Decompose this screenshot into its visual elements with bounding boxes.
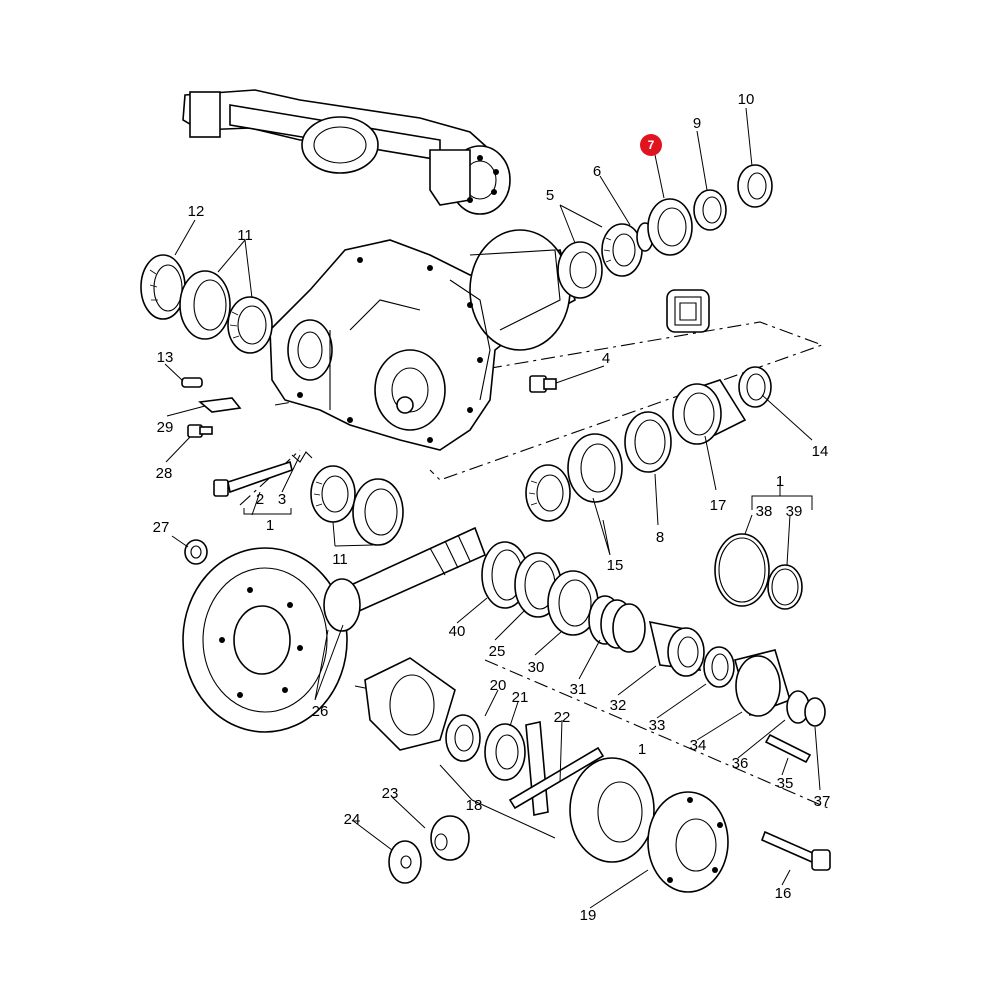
part-13-pin (181, 377, 203, 388)
pinion-shaft (338, 526, 487, 617)
label-part-6[interactable]: 6 (593, 163, 601, 180)
label-part-2[interactable]: 2 (256, 491, 264, 508)
part-labels: 10 9 6 5 12 11 13 4 29 14 28 1 2 3 17 38… (153, 91, 831, 924)
part-11-bearing-cup-lower (352, 478, 404, 546)
part-26-ring-gear (182, 547, 348, 733)
label-part-36[interactable]: 36 (732, 755, 749, 772)
label-part-18[interactable]: 18 (466, 797, 483, 814)
label-part-4[interactable]: 4 (602, 350, 610, 367)
part-18-diff-case-half (364, 657, 456, 751)
part-7-seal-detail (666, 289, 710, 333)
part-15-bearing-cone (525, 464, 571, 522)
part-17-spacer (672, 379, 747, 445)
part-14-washer (738, 366, 772, 408)
differential-housing (269, 229, 576, 451)
part-2-bolt (213, 460, 293, 497)
label-part-24[interactable]: 24 (344, 811, 361, 828)
label-part-11-lower[interactable]: 11 (332, 551, 348, 568)
part-22-cross-shaft (508, 721, 605, 816)
label-part-8[interactable]: 8 (656, 529, 664, 546)
part-16-bolt (760, 830, 831, 871)
part-15-bearing-cup (567, 433, 623, 503)
part-11-bearing-cone-lower (310, 465, 356, 523)
part-29-clip (198, 397, 242, 413)
label-part-37[interactable]: 37 (814, 793, 831, 810)
label-part-19[interactable]: 19 (580, 907, 597, 924)
part-11-bearing-cup-left (179, 270, 231, 340)
label-part-11-top[interactable]: 11 (237, 227, 253, 244)
label-part-1-lower[interactable]: 1 (638, 741, 646, 758)
label-part-35[interactable]: 35 (777, 775, 794, 792)
part-39-oring (767, 564, 803, 610)
part-7-seal (647, 198, 693, 256)
label-part-17[interactable]: 17 (710, 497, 727, 514)
label-part-5[interactable]: 5 (546, 187, 554, 204)
label-part-34[interactable]: 34 (690, 737, 707, 754)
part-34-piston (734, 649, 791, 717)
label-part-13[interactable]: 13 (157, 349, 174, 366)
label-part-15[interactable]: 15 (607, 557, 624, 574)
part-33-ring (703, 646, 735, 688)
label-part-16[interactable]: 16 (775, 885, 792, 902)
label-part-32[interactable]: 32 (610, 697, 627, 714)
leader-lines (164, 107, 821, 909)
label-part-9[interactable]: 9 (693, 115, 701, 132)
part-10-nut (737, 164, 773, 208)
label-part-39[interactable]: 39 (786, 503, 803, 520)
part-11-bearing-cone-left (227, 296, 273, 354)
label-part-10[interactable]: 10 (738, 91, 755, 108)
part-23-planet-gear (430, 815, 470, 861)
selected-part-badge-circle (640, 134, 662, 156)
label-part-7[interactable]: 7 (648, 138, 655, 152)
label-part-27[interactable]: 27 (153, 519, 170, 536)
part-26-pinion-gear (323, 578, 361, 632)
label-part-20[interactable]: 20 (490, 677, 507, 694)
label-part-1-left[interactable]: 1 (266, 517, 274, 534)
part-20-thrust-washer (445, 714, 481, 762)
part-19-diff-case-flange (569, 757, 729, 893)
label-part-26[interactable]: 26 (312, 703, 329, 720)
label-part-12[interactable]: 12 (188, 203, 205, 220)
part-31-disc-pack (588, 595, 646, 653)
part-38-oring (714, 533, 770, 607)
label-part-1-upper-right[interactable]: 1 (776, 473, 784, 490)
label-part-30[interactable]: 30 (528, 659, 545, 676)
part-24-washer (388, 840, 422, 884)
part-37-ring (804, 697, 826, 727)
label-part-31[interactable]: 31 (570, 681, 587, 698)
part-3-spring-washer (291, 451, 313, 463)
label-part-22[interactable]: 22 (554, 709, 571, 726)
selected-part-badge[interactable]: 7 (640, 134, 662, 156)
label-part-40[interactable]: 40 (449, 623, 466, 640)
label-part-14[interactable]: 14 (812, 443, 829, 460)
part-28-screw (187, 424, 213, 438)
part-32-hub (648, 620, 705, 677)
axle-assembly-thumbnail (182, 89, 511, 215)
part-21-side-gear (484, 723, 526, 781)
label-part-29[interactable]: 29 (157, 419, 174, 436)
label-part-25[interactable]: 25 (489, 643, 506, 660)
part-5-bearing-cup (557, 241, 603, 299)
label-part-28[interactable]: 28 (156, 465, 173, 482)
label-part-21[interactable]: 21 (512, 689, 529, 706)
label-part-38[interactable]: 38 (756, 503, 773, 520)
part-5-bearing-cone (601, 223, 643, 277)
part-4-breather (529, 375, 557, 393)
part-35-pin (764, 733, 812, 764)
part-30-ring (547, 570, 599, 636)
part-9-spacer (693, 189, 727, 231)
part-8-shim (624, 411, 672, 473)
part-27-nut (184, 539, 208, 565)
label-part-33[interactable]: 33 (649, 717, 666, 734)
part-12-seal (140, 254, 186, 320)
label-part-23[interactable]: 23 (382, 785, 399, 802)
label-part-3[interactable]: 3 (278, 491, 286, 508)
